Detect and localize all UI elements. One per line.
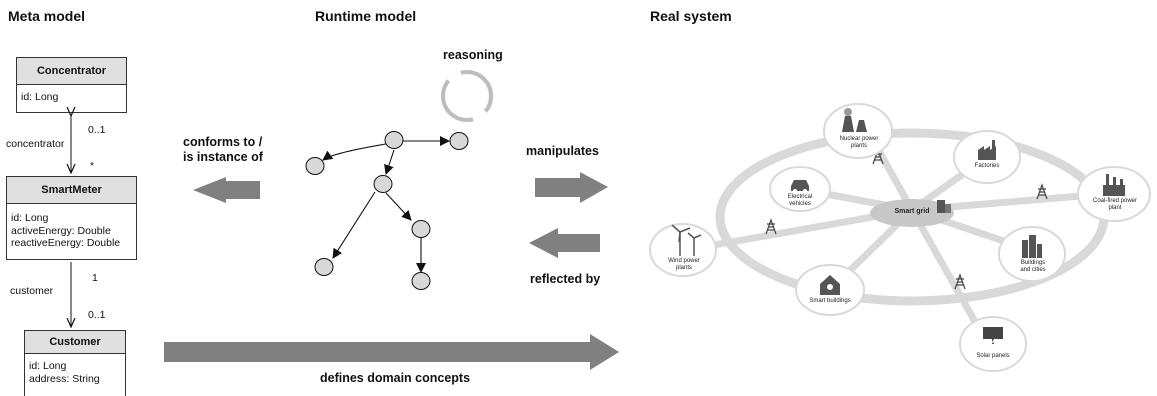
class-attribute: reactiveEnergy: Double [11, 237, 121, 249]
solar-panel-icon [983, 327, 1003, 345]
graph-node [305, 157, 325, 175]
class-attribute: id: Long [21, 91, 59, 103]
concentrator-role-label: concentrator [6, 138, 65, 150]
smartmeter-class: SmartMeter id: Long activeEnergy: Double… [6, 176, 137, 260]
class-name: Customer [25, 331, 125, 354]
graph-node [411, 220, 431, 238]
smart-building-icon [820, 275, 840, 295]
factory-icon [978, 140, 996, 160]
meta-model-title: Meta model [8, 8, 86, 24]
multiplicity-label: 0..1 [88, 309, 106, 321]
multiplicity-label: * [90, 160, 95, 172]
graph-node [449, 132, 469, 150]
manipulates-label: manipulates [526, 144, 599, 158]
runtime-graph [322, 136, 450, 273]
wind-label: Wind power plants [668, 258, 700, 271]
smart-grid [649, 103, 1151, 372]
graph-node [314, 258, 334, 276]
class-attribute: address: String [29, 372, 100, 385]
reflected-by-label: reflected by [530, 272, 601, 286]
multiplicity-label: 1 [92, 272, 98, 284]
runtime-graph-nodes [305, 131, 469, 290]
conforms-label: conforms to / is instance of [183, 135, 263, 164]
factories-label: Factories [974, 163, 1000, 169]
coal-label: Coal-fired power plant [1092, 198, 1138, 211]
class-attribute: activeEnergy: Double [11, 224, 111, 237]
reasoning-cycle-icon [441, 70, 493, 122]
wind-turbine-icon [671, 224, 702, 256]
runtime-model-title: Runtime model [315, 8, 417, 24]
node-icons [671, 108, 1125, 345]
smart-buildings-label: Smart buildings [809, 298, 851, 304]
graph-node [373, 175, 393, 193]
nuclear-icon [842, 108, 867, 132]
class-attribute: id: Long [29, 360, 67, 372]
customer-class: Customer id: Long address: String [24, 330, 126, 396]
wind-node [649, 223, 717, 277]
buildings-icon [1022, 235, 1042, 258]
class-attribute: id: Long [11, 212, 49, 224]
concentrator-class: Concentrator id: Long [16, 57, 127, 113]
graph-node [384, 131, 404, 149]
reflected-arrow [529, 228, 600, 258]
vehicles-label: Electrical vehicles [787, 194, 813, 207]
real-system-title: Real system [650, 8, 732, 24]
multiplicity-label: 0..1 [88, 124, 106, 136]
conforms-arrow [193, 177, 260, 203]
reasoning-label: reasoning [443, 48, 503, 62]
vehicle-icon [791, 180, 809, 193]
class-name: SmartMeter [7, 177, 136, 204]
defines-domain-concepts-label: defines domain concepts [320, 371, 471, 385]
manipulates-arrow [535, 172, 608, 203]
buildings-label: Buildings and cities [1020, 260, 1046, 273]
graph-node [411, 272, 431, 290]
defines-arrow [164, 334, 619, 370]
smart-grid-label: Smart grid [894, 208, 930, 215]
nuclear-label: Nuclear power plants [839, 136, 879, 149]
class-name: Concentrator [17, 58, 126, 85]
customer-role-label: customer [10, 285, 54, 297]
coal-plant-icon [1103, 174, 1125, 196]
solar-label: Solar panels [976, 353, 1010, 359]
